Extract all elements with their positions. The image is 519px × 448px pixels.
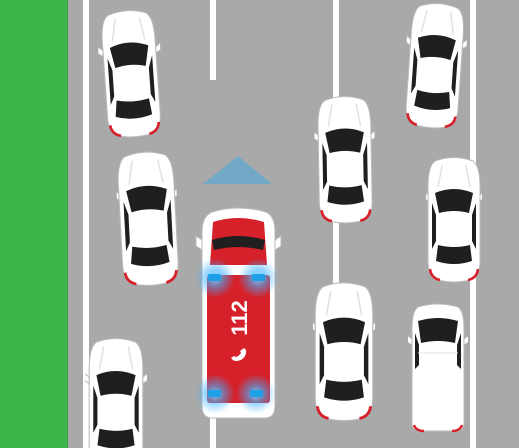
emergency-number: 112 — [227, 300, 252, 336]
lane-dash — [210, 0, 216, 80]
traffic-car — [312, 96, 377, 224]
ambulance: 112 — [195, 208, 281, 418]
traffic-car — [310, 283, 379, 421]
traffic-car — [84, 339, 148, 448]
siren-light — [208, 390, 221, 397]
siren-light — [208, 274, 221, 281]
lane-dash — [333, 0, 339, 108]
siren-light — [250, 390, 263, 397]
grass-verge — [0, 0, 68, 448]
traffic-van — [407, 304, 469, 431]
traffic-car — [423, 158, 485, 283]
siren-light — [252, 274, 265, 281]
